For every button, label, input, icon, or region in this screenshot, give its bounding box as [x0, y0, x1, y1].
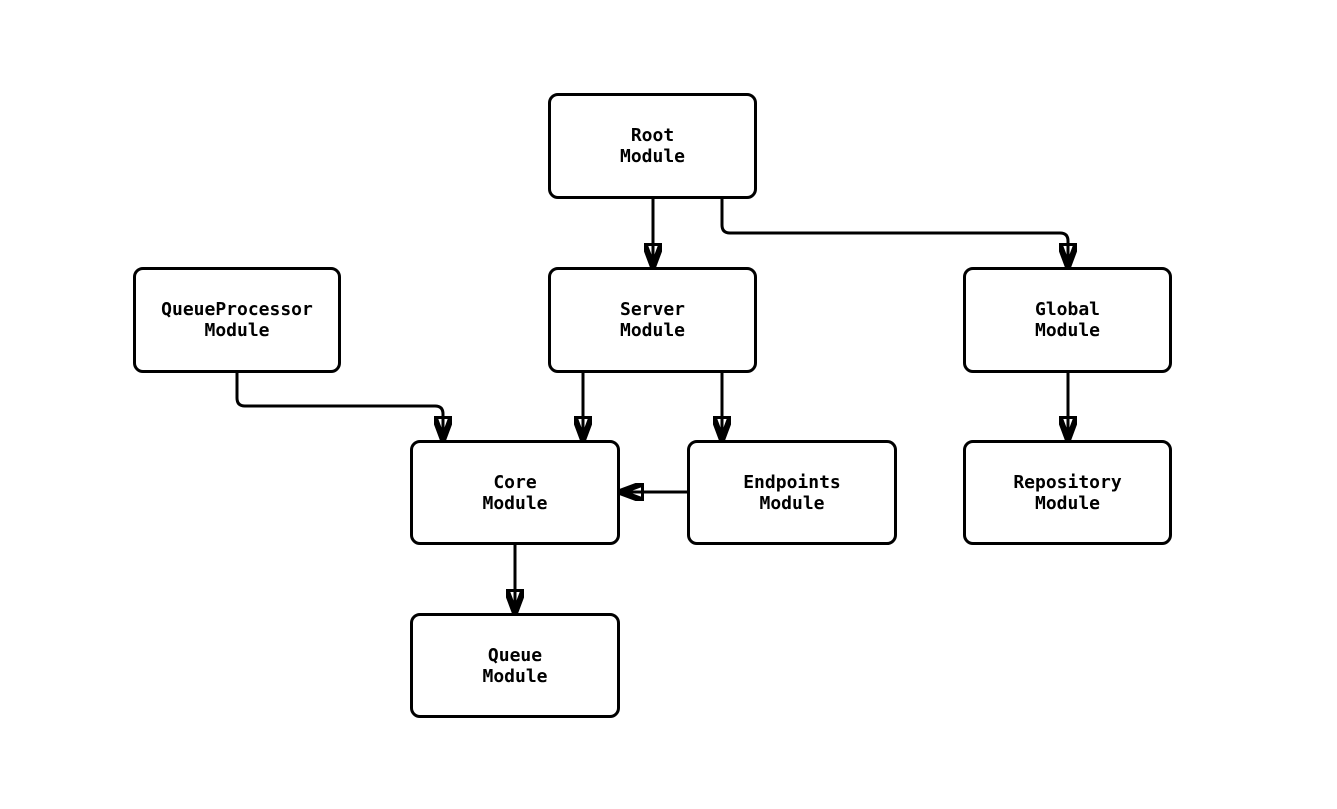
node-label-line: Root — [630, 125, 675, 146]
node-label-line: Endpoints — [743, 471, 841, 493]
node-global-module: Global Module — [963, 267, 1172, 373]
node-label-line: Module — [1034, 492, 1101, 514]
node-label-line: Global — [1034, 299, 1101, 320]
edge-queueprocessor-to-core — [235, 373, 443, 440]
node-label-line: Module — [619, 320, 686, 341]
node-label-line: Module — [204, 320, 270, 341]
node-label-line: Queue — [487, 644, 543, 666]
node-label-line: Module — [1034, 320, 1101, 341]
node-label-line: Module — [482, 665, 548, 687]
node-label-line: Repository — [1013, 471, 1122, 493]
node-server-module: Server Module — [548, 267, 757, 373]
node-root-module: Root Module — [548, 93, 757, 199]
node-label-line: Server — [619, 299, 686, 320]
node-queueprocessor-module: QueueProcessor Module — [133, 267, 341, 373]
node-label-line: Module — [759, 492, 825, 514]
node-label-line: Module — [619, 146, 686, 167]
node-label-line: Module — [482, 492, 548, 514]
node-queue-module: Queue Module — [410, 613, 620, 718]
node-core-module: Core Module — [410, 440, 620, 545]
node-label-line: QueueProcessor — [161, 299, 313, 320]
edge-root-to-global — [720, 199, 1068, 267]
node-repository-module: Repository Module — [963, 440, 1172, 545]
node-endpoints-module: Endpoints Module — [687, 440, 897, 545]
node-label-line: Core — [493, 471, 537, 493]
